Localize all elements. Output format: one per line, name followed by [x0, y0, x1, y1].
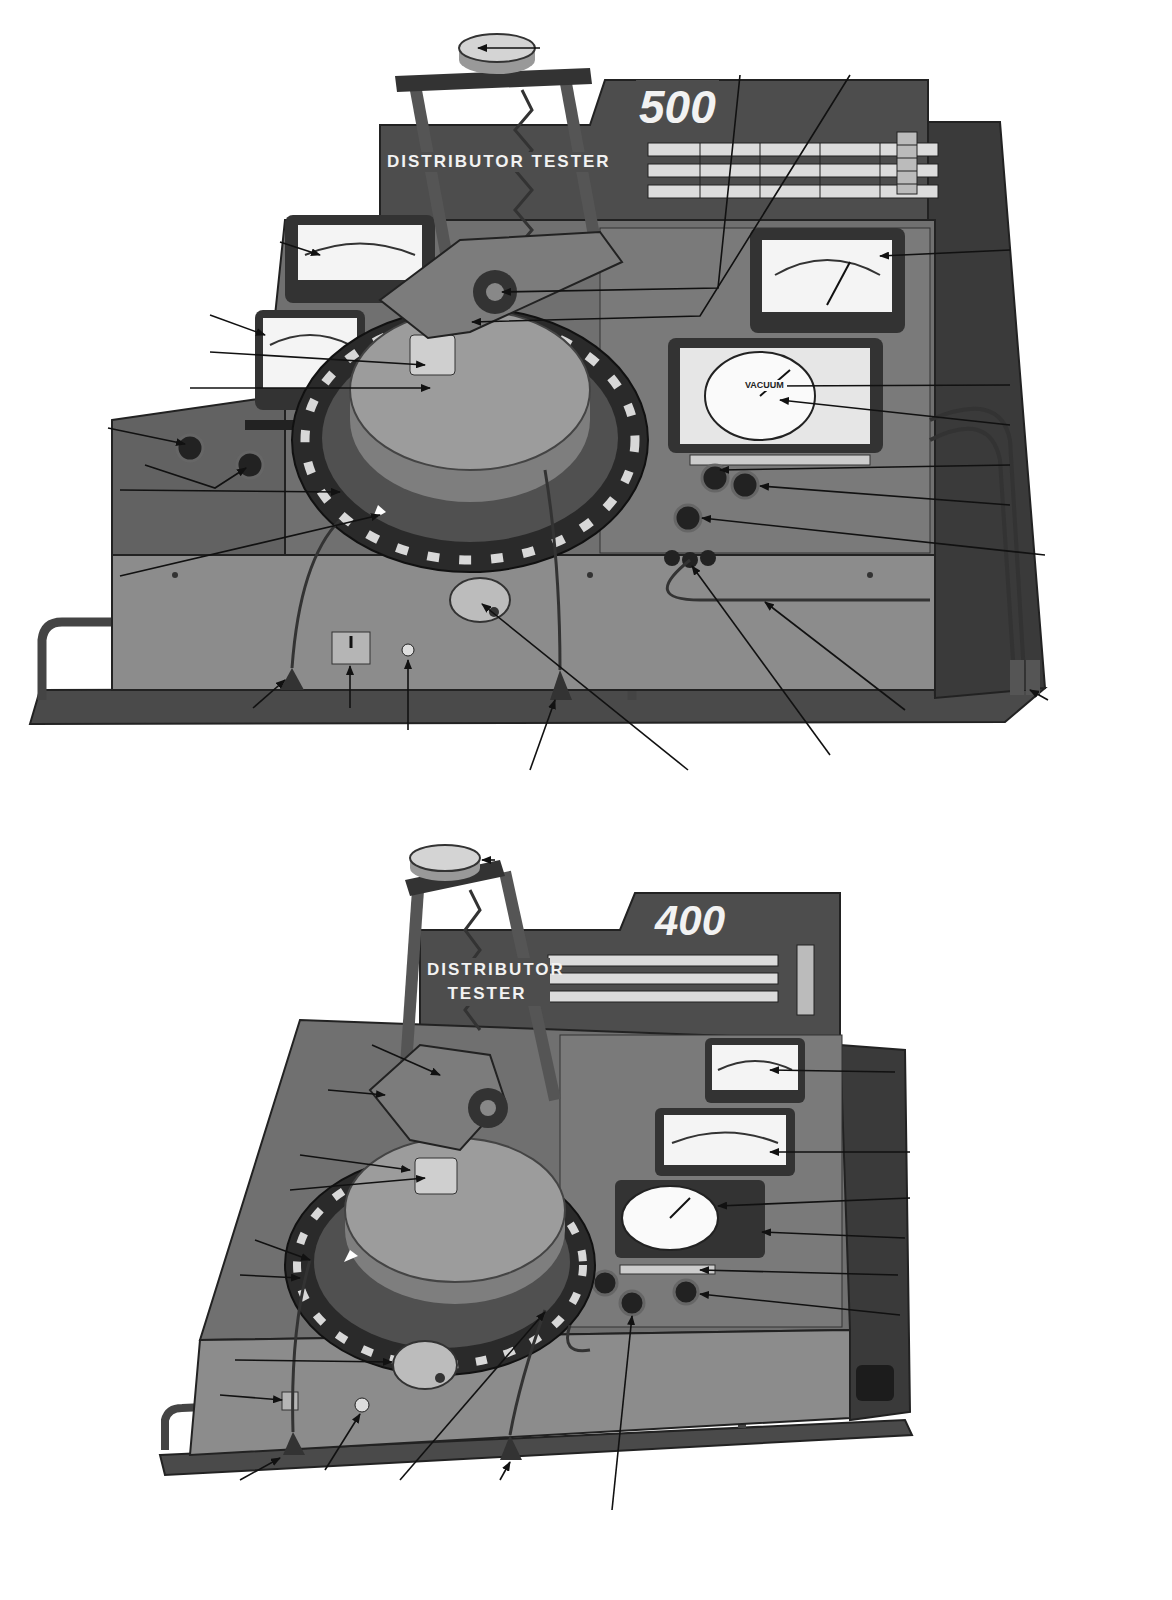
tester-400: [160, 845, 912, 1475]
panel-title: DISTRIBUTOR TESTER: [424, 958, 550, 1006]
leader-lines: [108, 48, 1048, 1510]
model-number: 400: [652, 896, 728, 946]
panel-title: DISTRIBUTOR TESTER: [384, 152, 614, 172]
model-number: 500: [636, 80, 719, 135]
tester-500: [30, 34, 1045, 724]
gauge-label: VACUUM: [742, 380, 787, 391]
